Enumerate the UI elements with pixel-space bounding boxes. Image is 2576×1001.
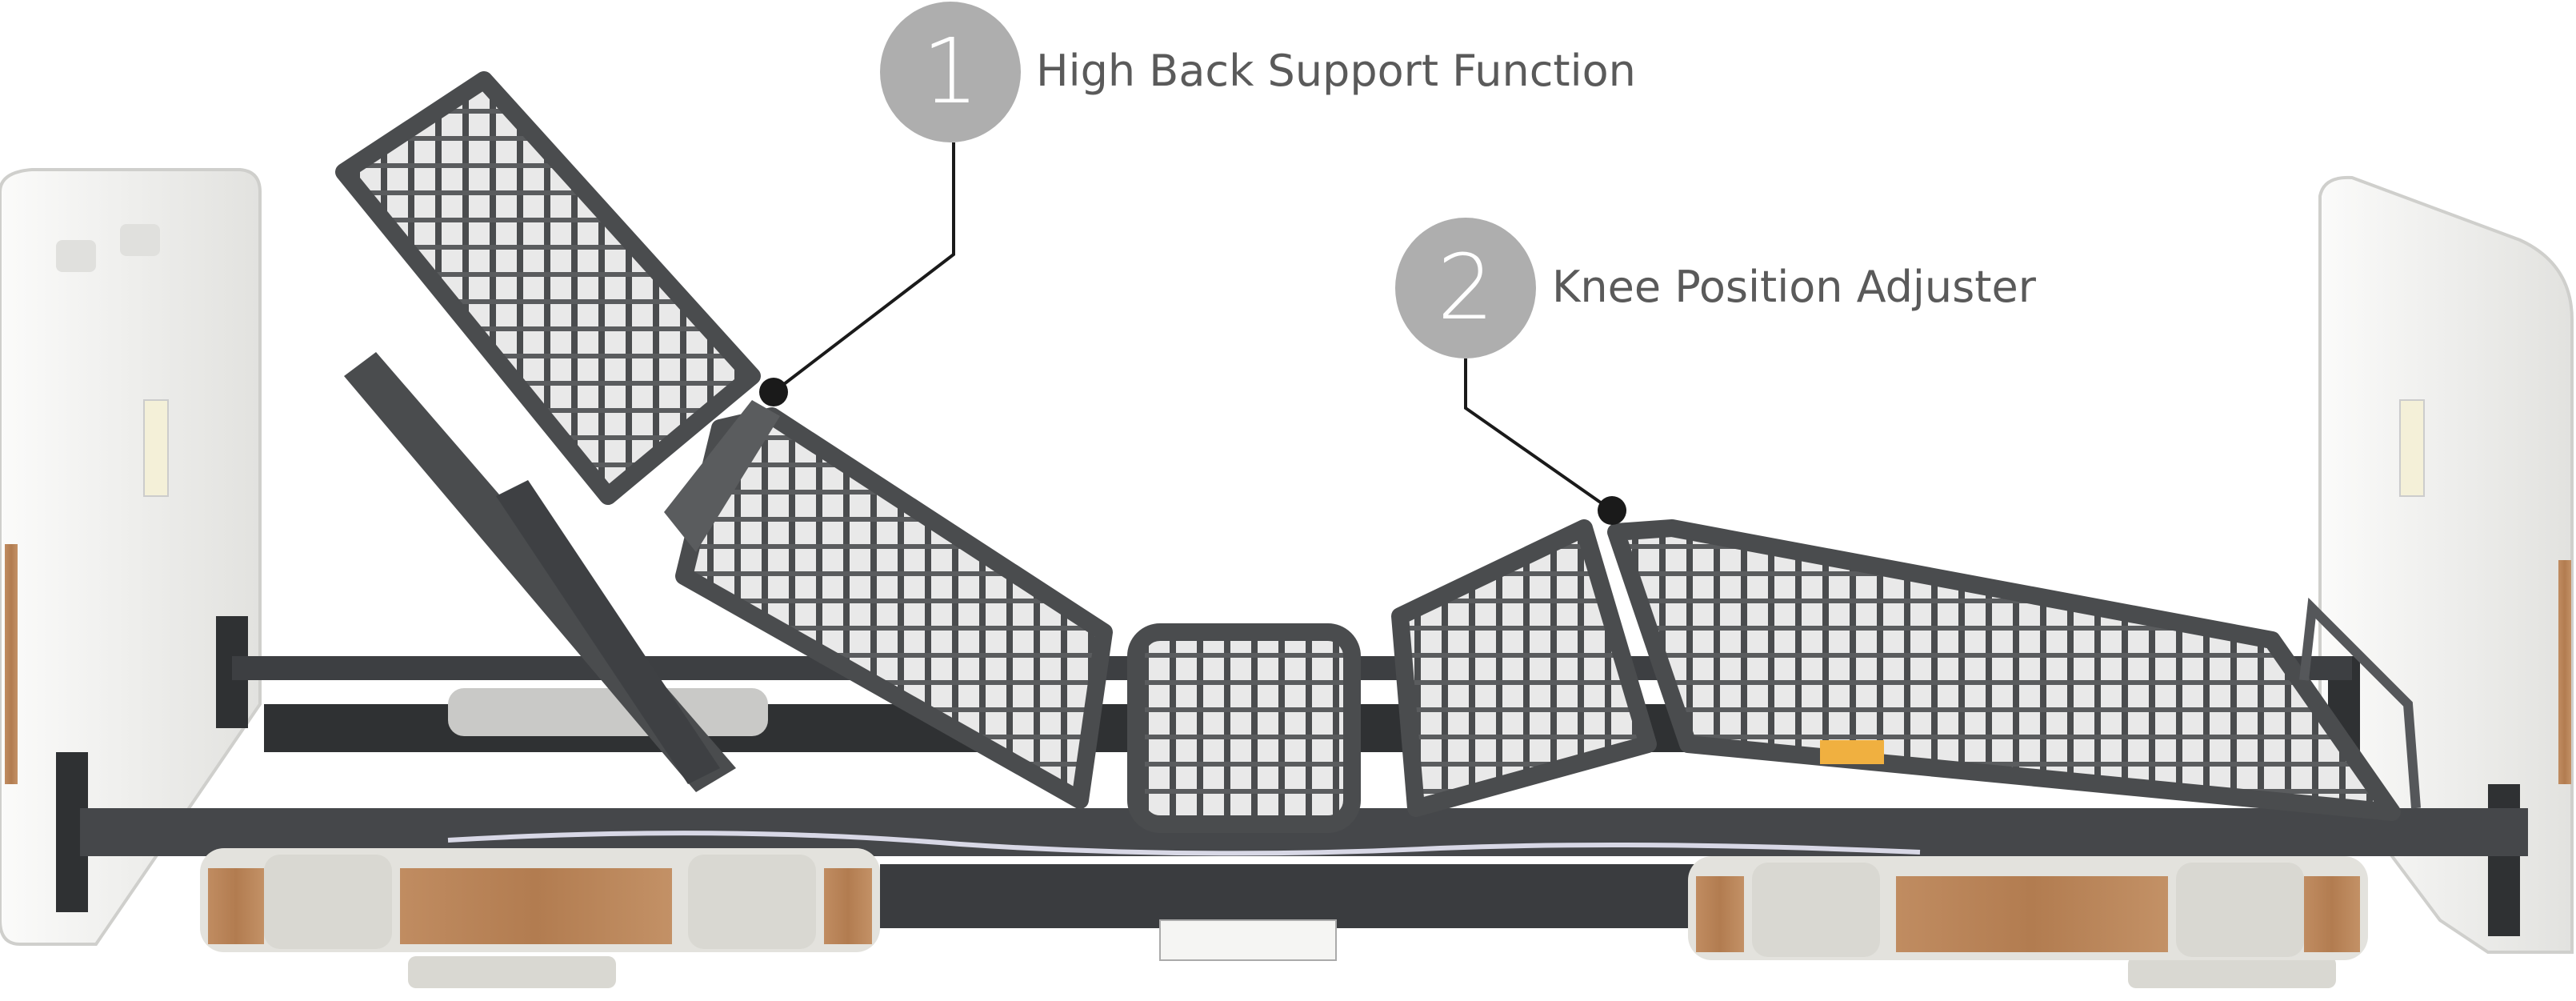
callout-label-1: High Back Support Function: [1036, 46, 1636, 96]
lifting-arm: [344, 352, 736, 792]
callout-badge-1: 1: [880, 2, 1021, 142]
knee-section: [1391, 519, 2401, 821]
leader-line-1: [759, 142, 955, 406]
leader-line-2: [1464, 358, 1626, 525]
left-headboard: [0, 168, 262, 946]
cable: [447, 831, 1921, 856]
right-caster-housing: [1688, 856, 2368, 960]
callout-label-2: Knee Position Adjuster: [1552, 262, 2036, 312]
foot-rail: [2299, 597, 2421, 809]
back-section: [335, 71, 1113, 809]
seat-section: [1127, 623, 1361, 833]
left-caster-housing: [200, 848, 880, 952]
callout-badge-2: 2: [1395, 218, 1536, 358]
